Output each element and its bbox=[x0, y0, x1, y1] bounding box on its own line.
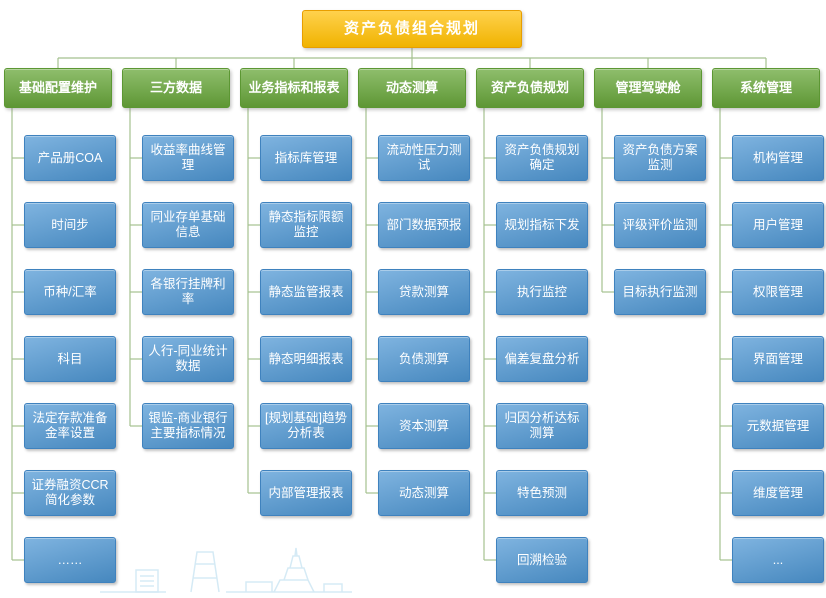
leaf-node: 流动性压力测试 bbox=[378, 135, 470, 181]
leaf-node: 权限管理 bbox=[732, 269, 824, 315]
leaf-node: 产品册COA bbox=[24, 135, 116, 181]
leaf-node: 科目 bbox=[24, 336, 116, 382]
leaf-node: 证券融资CCR简化参数 bbox=[24, 470, 116, 516]
leaf-node: 资产负债规划确定 bbox=[496, 135, 588, 181]
leaf-node: 币种/汇率 bbox=[24, 269, 116, 315]
leaf-node: 静态指标限额监控 bbox=[260, 202, 352, 248]
leaf-node: 静态明细报表 bbox=[260, 336, 352, 382]
leaf-node: 各银行挂牌利率 bbox=[142, 269, 234, 315]
leaf-node: 资产负债方案监测 bbox=[614, 135, 706, 181]
leaf-node: 目标执行监测 bbox=[614, 269, 706, 315]
leaf-node: 元数据管理 bbox=[732, 403, 824, 449]
branch-header: 资产负债规划 bbox=[476, 68, 584, 108]
leaf-node: 人行-同业统计数据 bbox=[142, 336, 234, 382]
leaf-node: 偏差复盘分析 bbox=[496, 336, 588, 382]
leaf-node: 部门数据预报 bbox=[378, 202, 470, 248]
leaf-node: 界面管理 bbox=[732, 336, 824, 382]
leaf-node: 评级评价监测 bbox=[614, 202, 706, 248]
leaf-node: 时间步 bbox=[24, 202, 116, 248]
leaf-node: 归因分析达标测算 bbox=[496, 403, 588, 449]
leaf-node: …… bbox=[24, 537, 116, 583]
branch-header: 业务指标和报表 bbox=[240, 68, 348, 108]
root-node: 资产负债组合规划 bbox=[302, 10, 522, 48]
leaf-node: 资本测算 bbox=[378, 403, 470, 449]
leaf-node: 收益率曲线管理 bbox=[142, 135, 234, 181]
leaf-node: 法定存款准备金率设置 bbox=[24, 403, 116, 449]
watermark-skyline bbox=[100, 547, 352, 593]
branch-header: 管理驾驶舱 bbox=[594, 68, 702, 108]
leaf-node: 内部管理报表 bbox=[260, 470, 352, 516]
leaf-node: 特色预测 bbox=[496, 470, 588, 516]
leaf-node: 银监-商业银行主要指标情况 bbox=[142, 403, 234, 449]
branch-header: 三方数据 bbox=[122, 68, 230, 108]
branch-header: 系统管理 bbox=[712, 68, 820, 108]
leaf-node: 动态测算 bbox=[378, 470, 470, 516]
leaf-node: 用户管理 bbox=[732, 202, 824, 248]
leaf-node: 维度管理 bbox=[732, 470, 824, 516]
leaf-node: 指标库管理 bbox=[260, 135, 352, 181]
leaf-node: [规划基础]趋势分析表 bbox=[260, 403, 352, 449]
leaf-node: ... bbox=[732, 537, 824, 583]
leaf-node: 静态监管报表 bbox=[260, 269, 352, 315]
leaf-node: 规划指标下发 bbox=[496, 202, 588, 248]
leaf-node: 回溯检验 bbox=[496, 537, 588, 583]
leaf-node: 同业存单基础信息 bbox=[142, 202, 234, 248]
leaf-node: 负债测算 bbox=[378, 336, 470, 382]
leaf-node: 执行监控 bbox=[496, 269, 588, 315]
branch-header: 基础配置维护 bbox=[4, 68, 112, 108]
leaf-node: 贷款测算 bbox=[378, 269, 470, 315]
leaf-node: 机构管理 bbox=[732, 135, 824, 181]
branch-header: 动态测算 bbox=[358, 68, 466, 108]
